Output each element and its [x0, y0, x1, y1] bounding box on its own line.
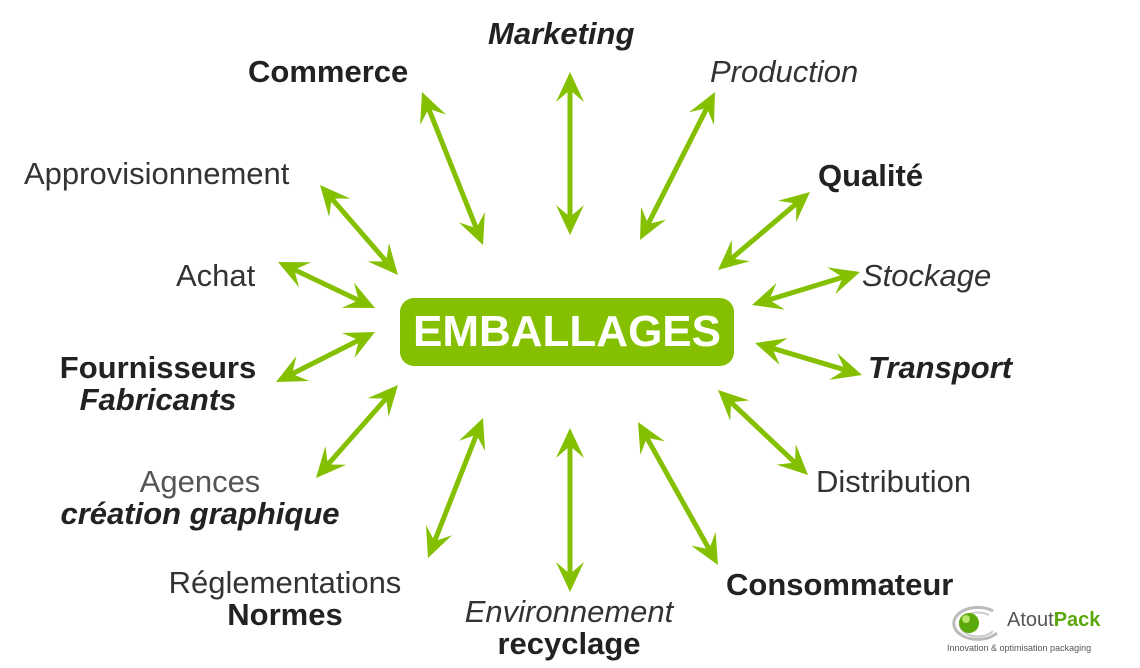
label-distribution: Distribution	[816, 464, 972, 499]
label-approvisionnement: Approvisionnement	[24, 156, 290, 191]
arrow-head	[425, 524, 453, 558]
arrow-shaft	[324, 394, 390, 469]
arrow-fournisseurs	[276, 332, 375, 382]
logo-swoosh-icon	[952, 605, 998, 641]
label-agences: Agences création graphique	[50, 466, 350, 530]
logo-word-atout: Atout	[1007, 609, 1054, 631]
arrow-head	[640, 206, 667, 240]
arrow-qualite	[718, 192, 810, 270]
arrow-head	[829, 352, 862, 380]
label-creation-graphique: création graphique	[60, 496, 340, 531]
label-qualite: Qualité	[818, 158, 924, 193]
arrow-head	[458, 418, 486, 452]
arrow-commerce	[420, 92, 485, 245]
label-agences-line: Agences	[139, 464, 261, 499]
label-fournisseurs-fabricants: Fournisseurs Fabricants	[50, 352, 266, 416]
arrow-achat	[278, 262, 375, 308]
arrow-shaft	[644, 104, 711, 228]
arrow-head	[556, 72, 584, 102]
arrow-head	[718, 239, 750, 270]
arrow-marketing	[556, 72, 584, 235]
label-fabricants: Fabricants	[79, 382, 237, 417]
label-fournisseurs: Fournisseurs	[59, 350, 257, 385]
logo-wordmark: AtoutPack	[1007, 609, 1100, 632]
label-marketing: Marketing	[488, 16, 635, 51]
label-production: Production	[710, 54, 859, 89]
arrow-reglementations	[425, 418, 486, 558]
arrow-production	[640, 92, 715, 240]
arrow-shaft	[727, 398, 799, 467]
center-node-emballages: EMBALLAGES	[400, 298, 734, 366]
arrow-head	[278, 262, 312, 288]
arrow-head	[638, 422, 665, 456]
label-recyclage: recyclage	[497, 626, 641, 661]
arrow-head	[556, 562, 584, 592]
arrow-shaft	[768, 344, 849, 374]
label-normes: Normes	[227, 597, 343, 632]
logo-tagline: Innovation & optimisation packaging	[947, 643, 1092, 653]
arrow-head	[341, 332, 375, 359]
arrow-head	[341, 282, 375, 308]
arrow-shaft	[288, 336, 363, 378]
arrow-head	[776, 444, 808, 475]
arrow-head	[556, 428, 584, 458]
arrow-shaft	[290, 266, 363, 304]
arrow-distribution	[718, 390, 808, 475]
arrow-approvisionnement	[320, 185, 398, 275]
label-transport: Transport	[868, 350, 1013, 385]
arrow-head	[316, 446, 347, 478]
arrow-stockage	[752, 267, 860, 310]
arrow-transport	[755, 338, 862, 380]
arrow-consommateur	[638, 422, 718, 565]
label-reglementations-normes: Réglementations Normes	[150, 567, 420, 631]
arrow-head	[752, 282, 785, 310]
arrow-head	[778, 192, 810, 223]
arrow-head	[688, 92, 715, 126]
arrow-head	[276, 355, 310, 382]
label-environnement-recyclage: Environnement recyclage	[444, 596, 694, 660]
arrow-head	[556, 205, 584, 235]
arrow-environnement	[556, 428, 584, 592]
logo-word-pack: Pack	[1053, 609, 1101, 631]
label-consommateur: Consommateur	[726, 567, 954, 602]
label-achat: Achat	[176, 258, 256, 293]
arrow-head	[367, 385, 398, 417]
arrow-head	[755, 338, 788, 366]
arrow-head	[458, 211, 485, 245]
arrow-head	[691, 531, 718, 565]
arrow-head	[718, 390, 750, 421]
arrow-agences	[316, 385, 398, 478]
arrow-head	[420, 92, 447, 126]
arrow-head	[320, 185, 351, 217]
arrow-head	[827, 267, 860, 295]
arrow-shaft	[327, 194, 391, 266]
label-commerce: Commerce	[248, 54, 409, 89]
label-environnement: Environnement	[464, 594, 674, 629]
arrow-head	[367, 243, 398, 275]
arrow-shaft	[431, 431, 480, 545]
arrow-shaft	[727, 199, 801, 263]
arrow-shaft	[643, 433, 713, 554]
atoutpack-logo: AtoutPack Innovation & optimisation pack…	[945, 603, 1115, 663]
label-reglementations: Réglementations	[168, 565, 402, 600]
label-stockage: Stockage	[862, 258, 992, 293]
arrow-shaft	[765, 273, 847, 304]
arrow-shaft	[425, 105, 480, 232]
